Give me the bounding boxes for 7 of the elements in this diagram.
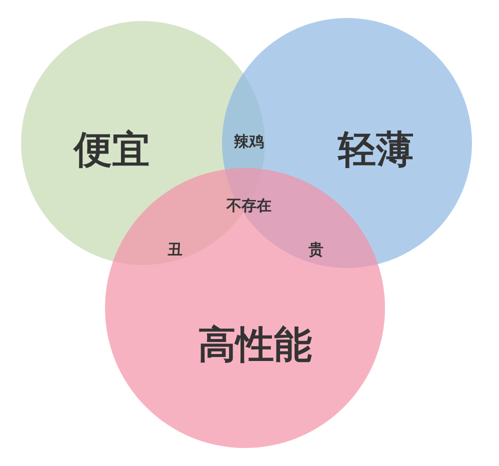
circle-label: 便宜 — [74, 126, 150, 174]
region-label: 辣鸡 — [234, 132, 264, 152]
circle-label: 轻薄 — [338, 126, 414, 174]
region-label: 贵 — [308, 240, 324, 260]
circle-label: 高性能 — [198, 322, 312, 368]
region-label: 丑 — [168, 240, 182, 260]
region-label: 不存在 — [226, 196, 272, 216]
